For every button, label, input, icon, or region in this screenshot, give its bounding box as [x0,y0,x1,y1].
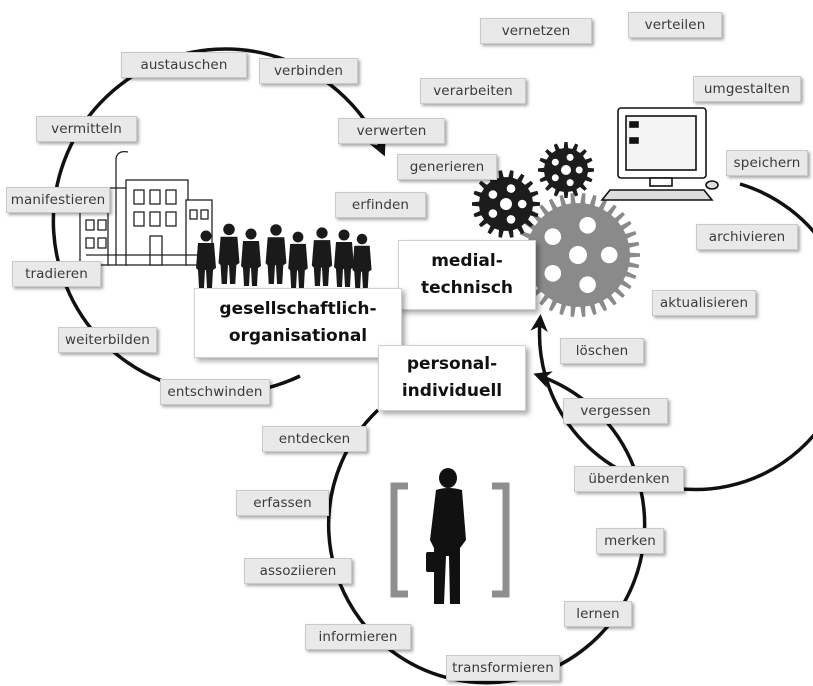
hub-personal-line1: personal- [406,354,498,374]
tag-lernen: lernen [564,601,632,627]
tag-vernetzen: vernetzen [480,18,592,44]
gear-small-dark-2-spoke-hole [566,153,574,161]
crowd-person-body [218,236,240,284]
hub-gesellschaftlich-organisational: gesellschaftlich- organisational [194,288,402,358]
hub-gesellschaftlich-line1: gesellschaftlich- [219,299,377,319]
tag-generieren: generieren [397,154,497,180]
gear-small-dark-2-spoke-hole [566,179,574,187]
tag-informieren: informieren [305,624,411,650]
gear-large-light-spoke-hole [544,228,562,245]
tag-weiterbilden: weiterbilden [58,327,157,353]
gear-small-dark-1-spoke-hole [488,190,498,199]
crowd-person-head [316,227,328,239]
hub-personal-line2: individuell [401,381,503,401]
crowd-person-head [292,231,304,243]
gear-small-dark-2 [538,142,594,198]
gear-large-light-spoke-hole [544,265,562,282]
gear-small-dark-1 [472,170,540,238]
crowd-person [218,223,240,284]
gear-small-dark-1-spoke-hole [506,184,516,193]
gear-large-light-spoke-hole [600,246,618,264]
tag-vermitteln: vermitteln [36,116,137,142]
tag-verteilen: verteilen [628,12,722,38]
gear-small-dark-1-spoke-hole [517,199,527,209]
gear-large-light [516,193,640,317]
tag-verbinden: verbinden [259,58,358,84]
tag-archivieren: archivieren [696,224,798,250]
tag-erfinden: erfinden [335,192,426,218]
crowd-person-head [200,230,212,242]
tag-loeschen: löschen [560,338,644,364]
tag-ueberdenken: überdenken [574,466,684,492]
gear-small-dark-1-spoke-hole [488,209,498,218]
gear-small-dark-1-spoke-hole [506,215,516,224]
crowd-person-body [352,245,372,289]
city-buildings-icon [79,150,213,266]
crowd-person [241,228,261,286]
gear-small-dark-2-hub [561,165,571,175]
gear-small-dark-2-spoke-hole [575,166,583,174]
tag-umgestalten: umgestalten [693,76,801,102]
tag-austauschen: austauschen [121,52,247,78]
tag-entdecken: entdecken [262,426,367,452]
tag-assoziieren: assoziieren [244,558,352,584]
computer-icon [600,107,719,201]
crowd-person-body [334,242,354,287]
crowd-silhouette-icon [196,223,372,289]
crowd-person-body [311,240,333,286]
tag-erfassen: erfassen [236,490,329,516]
bracket-right [492,482,510,598]
tag-speichern: speichern [726,150,808,176]
tag-vergessen: vergessen [563,398,668,424]
crowd-person [311,227,333,286]
gears-icon [472,142,640,317]
tag-verwerten: verwerten [338,118,445,144]
tag-merken: merken [596,528,664,554]
hub-medial-line2: technisch [420,278,514,298]
crowd-person-body [241,241,261,286]
tag-verarbeiten: verarbeiten [420,78,526,104]
tag-tradieren: tradieren [12,261,101,287]
hub-medial-technisch: medial- technisch [398,240,536,310]
tag-aktualisieren: aktualisieren [652,290,756,316]
tag-transformieren: transformieren [446,655,560,681]
gear-small-dark-1-hub [500,198,512,210]
crowd-person [288,231,308,288]
crowd-person-body [265,237,287,284]
gear-large-light-spoke-hole [579,276,596,294]
crowd-person-body [196,243,216,288]
gear-small-dark-2-spoke-hole [551,174,559,182]
crowd-person-head [245,228,257,240]
crowd-person-head [338,229,350,241]
crowd-person-head [223,223,235,236]
crowd-person [265,224,287,284]
crowd-person [196,230,216,288]
gear-small-dark-2-spoke-hole [551,158,559,166]
gear-large-light-spoke-hole [579,217,596,234]
crowd-person-head [356,233,368,245]
crowd-person [334,229,354,287]
crowd-person-head [270,224,282,236]
cycle-circle-medial [530,182,813,492]
bracket-left [390,482,408,598]
tag-entschwinden: entschwinden [160,379,270,405]
hub-personal-individuell: personal- individuell [378,345,526,411]
person-silhouette-icon [390,468,510,604]
hub-gesellschaftlich-line2: organisational [228,326,368,346]
gear-large-light-hub [569,246,587,264]
crowd-person [352,233,372,289]
crowd-person-body [288,243,308,288]
tag-manifestieren: manifestieren [6,187,110,213]
hub-medial-line1: medial- [431,251,503,271]
